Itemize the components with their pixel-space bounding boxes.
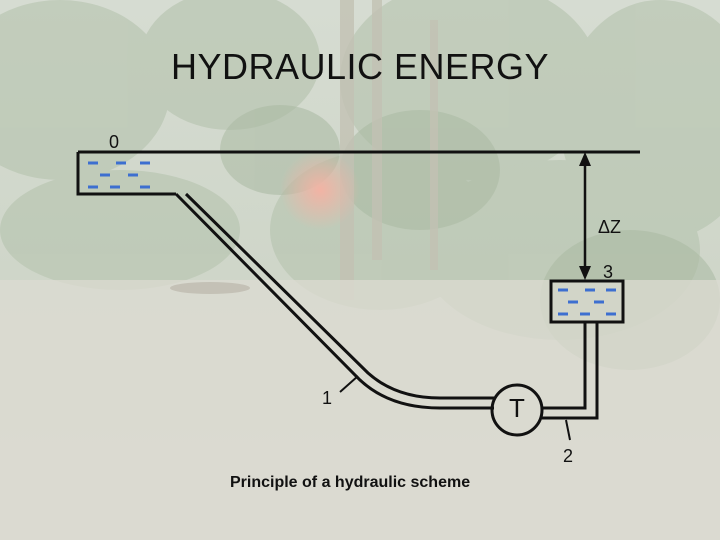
upper-reservoir-wall	[76, 152, 176, 196]
outlet-pipe	[542, 322, 599, 420]
diagram-caption: Principle of a hydraulic scheme	[230, 474, 471, 491]
label-2-leader	[565, 419, 571, 441]
label-1-leader	[339, 375, 359, 393]
upper-reservoir	[76, 150, 640, 196]
head-arrow	[579, 152, 591, 280]
upper-water-marks	[88, 161, 150, 189]
point-3-label: 3	[603, 262, 614, 282]
tailwater-tank	[549, 279, 625, 324]
tail-water-marks	[558, 288, 616, 316]
turbine-circle	[490, 383, 544, 437]
slide-title: HYDRAULIC ENERGY	[170, 46, 550, 87]
point-1-label: 1	[322, 388, 333, 408]
point-2-label: 2	[563, 446, 574, 466]
penstock-pipe	[174, 192, 494, 410]
turbine-label: T	[509, 393, 525, 423]
point-0-label: 0	[109, 132, 120, 152]
head-delta-z-label: ΔZ	[598, 217, 622, 237]
